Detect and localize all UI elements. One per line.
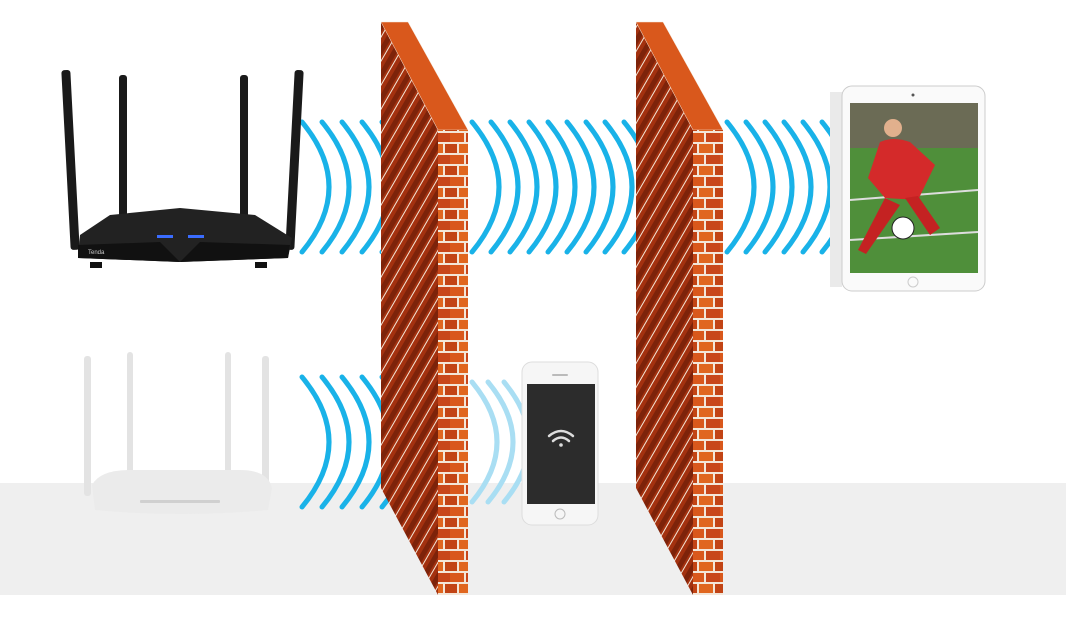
signal-arc <box>319 119 352 255</box>
signal-arc <box>724 119 757 255</box>
router-icon <box>84 352 272 514</box>
signal-arc <box>564 119 597 255</box>
tablet-icon <box>830 85 986 292</box>
signal-arc <box>339 374 372 510</box>
signal-arc <box>469 379 500 505</box>
signal-arc <box>488 119 521 255</box>
smartphone-icon <box>521 361 599 526</box>
brick-wall-icon <box>635 21 724 595</box>
signal-arc <box>507 119 540 255</box>
signal-arc <box>545 119 578 255</box>
signal-arc <box>781 119 814 255</box>
signal-arc <box>526 119 559 255</box>
brick-wall-icon <box>380 21 469 595</box>
signal-arc <box>299 374 332 510</box>
signal-arc <box>485 379 516 505</box>
signal-arc <box>602 119 635 255</box>
signal-arc <box>299 119 332 255</box>
router-brand-logo: Tenda <box>88 250 105 256</box>
signal-arc <box>469 119 502 255</box>
wifi-icon <box>547 429 575 447</box>
signal-arc <box>339 119 372 255</box>
router-icon: Tenda <box>61 70 304 268</box>
signal-arc <box>319 374 352 510</box>
signal-arc <box>800 119 833 255</box>
signal-arc <box>743 119 776 255</box>
signal-arc <box>762 119 795 255</box>
signal-arc <box>583 119 616 255</box>
